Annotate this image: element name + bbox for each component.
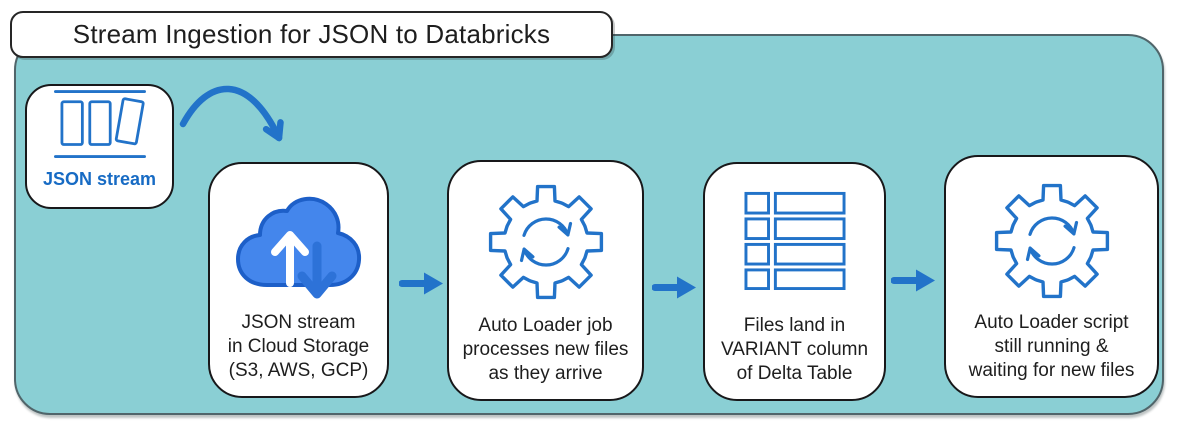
step-caption: Auto Loader script still running & waiti… [968,311,1135,381]
gear-sync-icon [994,183,1109,299]
step-caption: Files land in VARIANT column of Delta Ta… [720,314,869,384]
curved-arrow-icon [179,85,284,142]
step-caption: JSON stream in Cloud Storage (S3, AWS, G… [227,311,370,381]
step-box-cloud-storage: JSON stream in Cloud Storage (S3, AWS, G… [208,162,389,398]
step-caption: Auto Loader job processes new files as t… [462,314,629,384]
json-stream-label: JSON stream [42,169,157,189]
json-stream-box: JSON stream [25,84,174,209]
step-box-auto-loader-job: Auto Loader job processes new files as t… [447,160,644,401]
cloud-upload-download-icon [235,196,361,299]
arrow-right-icon [652,276,696,299]
json-stream-cards-icon [53,90,146,158]
step-box-delta-table: Files land in VARIANT column of Delta Ta… [703,162,886,401]
title-box: Stream Ingestion for JSON to Databricks [10,11,613,58]
table-rows-icon [743,191,846,290]
arrow-right-icon [399,272,443,295]
gear-sync-icon [488,184,603,300]
diagram-title: Stream Ingestion for JSON to Databricks [72,19,551,49]
arrow-right-icon [891,269,935,292]
step-box-auto-loader-waiting: Auto Loader script still running & waiti… [944,155,1159,398]
